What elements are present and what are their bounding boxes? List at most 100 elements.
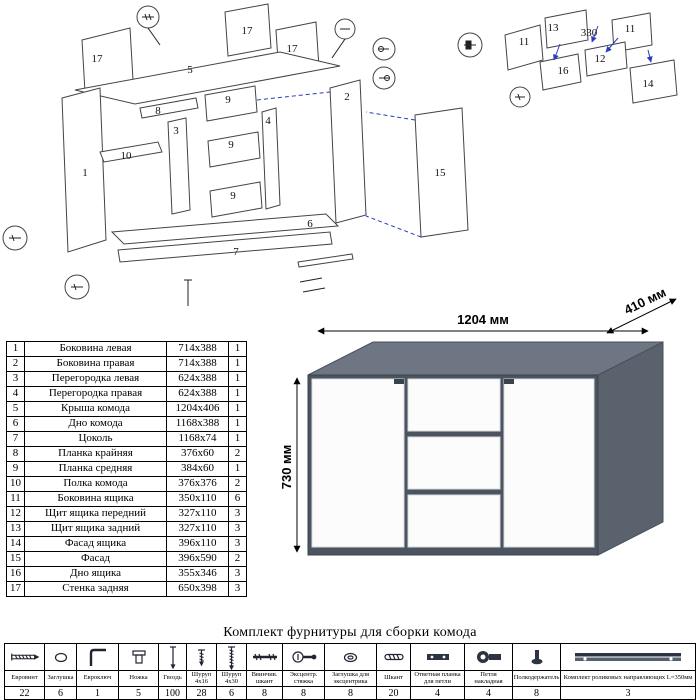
hardware-item-qty: 20 — [388, 687, 399, 699]
part-number: 15 — [6, 551, 25, 567]
dresser-render — [307, 341, 664, 556]
part-size: 327x110 — [166, 521, 229, 537]
part-qty: 3 — [228, 581, 247, 597]
part-size: 1168x74 — [166, 431, 229, 447]
drawer-assembly-arrows — [553, 25, 653, 63]
part-number: 3 — [6, 371, 25, 387]
diagram-part-label: 15 — [435, 167, 447, 179]
part-number: 1 — [6, 341, 25, 357]
hardware-item-name: Полкодержатель — [513, 671, 560, 687]
cap-icon — [45, 644, 76, 671]
part-qty: 1 — [228, 401, 247, 417]
hardware-item-qty: 6 — [58, 687, 63, 699]
part-size: 1204x406 — [166, 401, 229, 417]
dresser-drawer — [407, 378, 501, 432]
hardware-item-qty: 22 — [19, 687, 30, 699]
diagram-part-label: 6 — [307, 218, 313, 230]
hardware-item-name: Евровинт — [5, 671, 44, 687]
left-side-panel — [61, 87, 107, 253]
drawer-assembly-diagram — [457, 9, 678, 108]
part-name: Цоколь — [24, 431, 167, 447]
exploded-view-diagram — [2, 3, 469, 306]
callout-screw-icons — [9, 13, 390, 291]
part-name: Фасад ящика — [24, 536, 167, 552]
part-size: 384x60 — [166, 461, 229, 477]
drawer-callout-icons — [464, 40, 525, 101]
part-qty: 3 — [228, 521, 247, 537]
part-name: Полка комода — [24, 476, 167, 492]
hardware-item-name: Заглушка для эксцентрика — [325, 671, 376, 687]
part-name: Стенка задняя — [24, 581, 167, 597]
foot-icon — [119, 644, 158, 671]
part-number: 7 — [6, 431, 25, 447]
part-qty: 3 — [228, 566, 247, 582]
diagram-part-label: 7 — [233, 246, 239, 258]
diagram-part-label: 2 — [344, 91, 350, 103]
hardware-item-qty: 1 — [95, 687, 100, 699]
part-qty: 2 — [228, 476, 247, 492]
hardware-item-name: Шкант — [377, 671, 410, 687]
part-qty: 3 — [228, 536, 247, 552]
hardware-item-name: Гвоздь — [159, 671, 186, 687]
screw-dowel-icon — [247, 644, 282, 671]
shelf-support-icon — [513, 644, 560, 671]
part-qty: 2 — [228, 446, 247, 462]
part-qty: 1 — [228, 431, 247, 447]
part-qty: 1 — [228, 386, 247, 402]
hardware-item-name: Петля накладная — [465, 671, 512, 687]
part-name: Дно комода — [24, 416, 167, 432]
part-number: 11 — [6, 491, 25, 507]
hardware-kit-title: Комплект фурнитуры для сборки комода — [223, 625, 477, 640]
part-number: 4 — [6, 386, 25, 402]
confirmat-screw-icon — [5, 644, 44, 671]
part-number: 8 — [6, 446, 25, 462]
roller-guide-part — [297, 253, 354, 268]
top-panel — [74, 51, 341, 105]
diagram-part-label: 5 — [187, 64, 193, 76]
part-name: Дно ящика — [24, 566, 167, 582]
hardware-item-name: Шуруп 4x30 — [217, 671, 246, 687]
part-size: 650x398 — [166, 581, 229, 597]
diagram-part-label: 3 — [173, 125, 179, 137]
diagram-part-label: 12 — [595, 53, 606, 65]
assembly-leader-lines — [256, 91, 422, 238]
nail-icon — [159, 644, 186, 671]
hardware-item-name: Эксцентр. стяжка — [283, 671, 324, 687]
hardware-item-qty: 28 — [196, 687, 207, 699]
part-size: 327x110 — [166, 506, 229, 522]
drawer-plank — [204, 85, 258, 122]
part-number: 16 — [6, 566, 25, 582]
partition-right — [261, 107, 281, 210]
part-size: 714x388 — [166, 356, 229, 372]
part-qty: 1 — [228, 416, 247, 432]
screw-long-icon — [217, 644, 246, 671]
diagram-part-label: 13 — [548, 22, 560, 34]
drawer-plank — [209, 181, 263, 218]
part-name: Крыша комода — [24, 401, 167, 417]
shelf — [99, 141, 163, 163]
part-size: 355x346 — [166, 566, 229, 582]
door-handle-notch — [394, 379, 404, 384]
diagram-part-label: 11 — [519, 36, 530, 48]
